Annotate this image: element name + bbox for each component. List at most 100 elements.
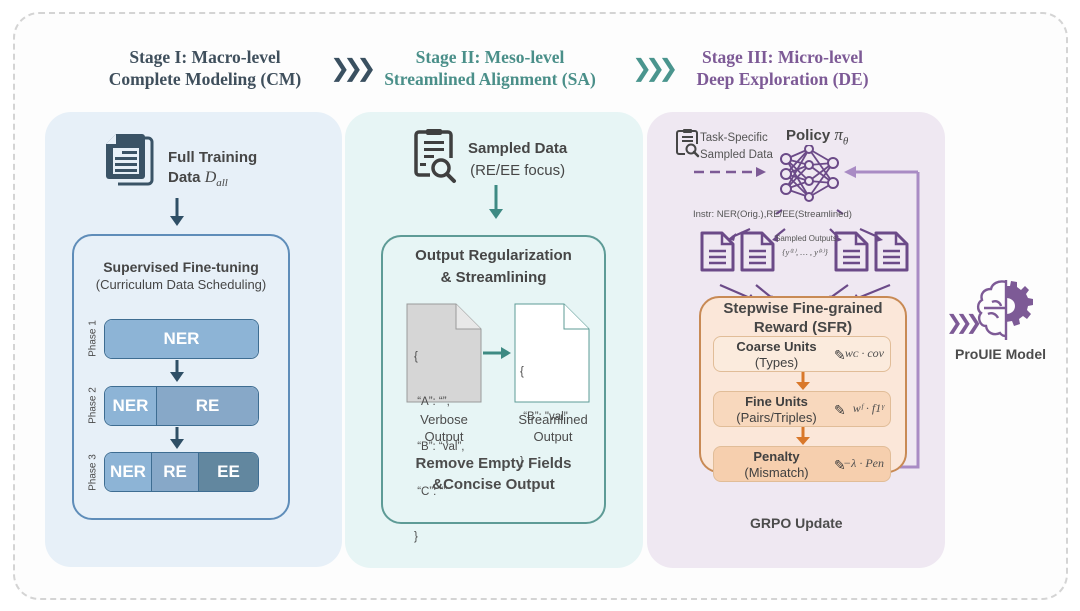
document-search-icon — [414, 129, 456, 183]
edit-icon: ✎ — [834, 402, 846, 418]
streamlined-json: { “B”: "val" } — [520, 335, 568, 485]
neural-network-icon — [780, 145, 839, 202]
sampled-data-label: Sampled Data (RE/EE focus) — [468, 138, 567, 182]
d-symbol: D — [204, 169, 217, 186]
json-line: “C”: “” — [414, 486, 448, 498]
chevron-right-icon: ❯❯❯ — [632, 54, 678, 82]
d-all-symbol: Dall — [204, 169, 228, 190]
instruction-label: Instr: NER(Orig.),RE/EE(Streamlined) — [693, 209, 852, 220]
phase3-row: NER RE EE — [104, 452, 259, 492]
phase2-row: NER RE — [104, 386, 259, 426]
stage2-panel — [345, 112, 643, 568]
theta-subscript: θ — [842, 135, 849, 148]
streamlining-box — [381, 235, 606, 524]
sft-subtitle: (Curriculum Data Scheduling) — [95, 277, 267, 292]
model-label: ProUIE Model — [955, 346, 1047, 362]
segment-ner: NER — [105, 453, 152, 491]
unit-sub: (Pairs/Triples) — [736, 410, 817, 425]
data-word: Data — [168, 169, 201, 186]
penalty-name: Penalty (Mismatch) — [714, 449, 839, 481]
grpo-update-label: GRPO Update — [750, 515, 843, 531]
json-line: “B”: "val" — [520, 411, 568, 423]
arrow-down-icon — [170, 198, 184, 226]
sfr-title-line1: Stepwise Fine-grained — [723, 300, 883, 317]
stage1-title-line1: Stage I: Macro-level — [129, 47, 281, 67]
unit-name: Penalty — [753, 449, 800, 464]
policy-symbol: πθ — [834, 125, 849, 148]
streamlined-label-line1: Streamlined — [518, 412, 588, 427]
sampled-output-doc-icon — [700, 231, 735, 272]
arrow-right-icon — [483, 347, 511, 359]
dashed-arrow-icon — [694, 167, 766, 177]
verbose-json: { “A”: “”, “B”: “val”, “C”: “” } — [414, 320, 464, 560]
arrow-down-icon — [796, 427, 810, 445]
penalty-box: Penalty (Mismatch) ✎ −λ · Pen — [713, 446, 891, 482]
unit-sub: (Types) — [754, 355, 799, 370]
phase2-label: Phase 2 — [87, 387, 99, 424]
sft-box — [72, 234, 290, 520]
policy-word: Policy — [786, 127, 831, 144]
segment-re: RE — [152, 453, 199, 491]
stage2-title-line1: Stage II: Meso-level — [415, 47, 565, 67]
json-line: } — [414, 531, 418, 543]
fine-formula: wᶠ · f1ᵞ — [852, 401, 884, 415]
sfr-title-line2: Reward (SFR) — [753, 319, 853, 336]
streamlined-document-icon — [514, 303, 590, 403]
stage1-title-line2: Complete Modeling (CM) — [108, 69, 302, 89]
unit-name: Fine Units — [745, 394, 808, 409]
streamlined-label-line2: Output — [533, 429, 573, 444]
fine-units-box: Fine Units (Pairs/Triples) ✎ wᶠ · f1ᵞ — [713, 391, 891, 427]
verbose-output-label: Verbose Output — [404, 411, 484, 445]
arrow-down-icon — [489, 185, 503, 219]
coarse-units-name: Coarse Units (Types) — [714, 339, 839, 371]
penalty-formula: −λ · Pen — [843, 456, 884, 470]
unit-name: Coarse Units — [736, 339, 817, 354]
document-stack-icon — [106, 134, 154, 186]
sampled-data-line2: (RE/EE focus) — [470, 162, 566, 179]
document-search-icon — [676, 129, 700, 158]
sampled-outputs-set: {y⁽¹⁾, … , y⁽ᵏ⁾} — [782, 247, 828, 257]
footer-line1: Remove Empty Fields — [415, 455, 572, 472]
edit-icon: ✎ — [834, 457, 846, 473]
sampled-output-doc-icon — [834, 231, 869, 272]
pi-symbol: π — [834, 125, 843, 144]
segment-ner: NER — [105, 387, 157, 425]
sampled-output-doc-icon — [874, 231, 909, 272]
chevron-right-icon: ❯❯❯ — [330, 54, 376, 82]
arrow-down-icon — [170, 360, 184, 382]
data-label-line2: Data Dall — [168, 168, 257, 193]
full-training-data-label: Full Training Data Dall — [168, 148, 257, 193]
segment-ner: NER — [105, 320, 258, 358]
edit-icon: ✎ — [834, 347, 846, 363]
sampled-outputs-label: Sampled Outputs — [775, 234, 837, 243]
arrow-down-icon — [170, 427, 184, 449]
stage1-title: Stage I: Macro-level Complete Modeling (… — [70, 46, 340, 90]
json-line: “A”: “”, — [414, 396, 450, 408]
sampled-output-doc-icon — [740, 231, 775, 272]
stage2-title: Stage II: Meso-level Streamlined Alignme… — [355, 46, 625, 90]
footer-line2: &Concise Output — [432, 476, 555, 493]
sft-title: Supervised Fine-tuning (Curriculum Data … — [72, 258, 290, 294]
chevron-right-icon: ❯❯❯ — [946, 310, 982, 334]
verbose-label-line1: Verbose — [420, 412, 468, 427]
streamlining-title: Output Regularization & Streamlining — [381, 245, 606, 289]
unit-sub: (Mismatch) — [744, 465, 809, 480]
task-specific-data-label: Task-Specific Sampled Data — [700, 130, 773, 164]
task-data-line1: Task-Specific — [700, 132, 768, 144]
sft-title-main: Supervised Fine-tuning — [103, 259, 259, 275]
d-subscript: all — [216, 177, 228, 190]
stage3-title-line2: Deep Exploration (DE) — [696, 69, 869, 89]
stage3-title-line1: Stage III: Micro-level — [701, 47, 864, 67]
streamlining-footer: Remove Empty Fields &Concise Output — [381, 453, 606, 495]
segment-ee: EE — [199, 453, 258, 491]
streamlining-title-line1: Output Regularization — [415, 247, 572, 264]
phase1-row: NER — [104, 319, 259, 359]
phase3-label: Phase 3 — [87, 454, 99, 491]
stage2-title-line2: Streamlined Alignment (SA) — [384, 69, 596, 89]
json-line: { — [414, 351, 418, 363]
sampled-data-line1: Sampled Data — [468, 140, 568, 157]
segment-re: RE — [157, 387, 258, 425]
coarse-units-box: Coarse Units (Types) ✎ wᴄ · cov — [713, 336, 891, 372]
verbose-label-line2: Output — [424, 429, 464, 444]
task-data-line2: Sampled Data — [700, 149, 773, 161]
